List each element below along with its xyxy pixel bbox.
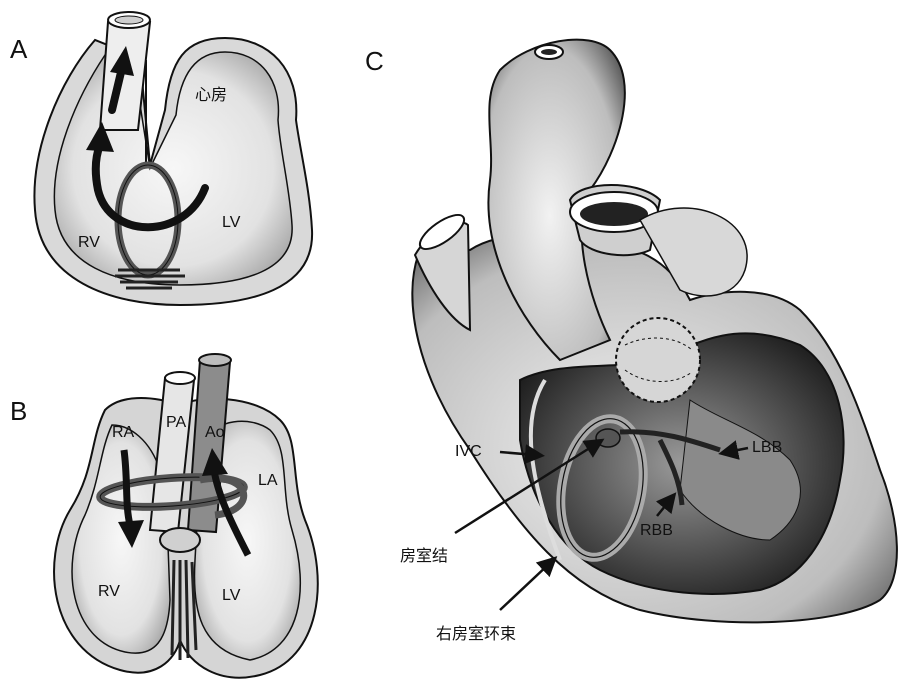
panel-b-label-ra: RA bbox=[112, 424, 135, 441]
panel-a-letter: A bbox=[10, 34, 28, 64]
panel-a-label-atrium: 心房 bbox=[195, 85, 227, 104]
panel-c-label-ivc: IVC bbox=[455, 443, 482, 460]
panel-b: B RA PA Ao LA RV LV bbox=[10, 354, 318, 678]
panel-b-label-la: LA bbox=[258, 472, 278, 489]
panel-c-av-ring-pointer bbox=[500, 563, 550, 610]
panel-b-label-ao: Ao bbox=[205, 424, 225, 441]
panel-c-label-av-node: 房室结 bbox=[400, 546, 448, 565]
panel-c-aortic-valve bbox=[616, 318, 700, 402]
panel-b-label-pa: PA bbox=[166, 414, 186, 431]
panel-a-label-lv: LV bbox=[222, 214, 241, 231]
panel-b-letter: B bbox=[10, 396, 27, 426]
panel-c-av-node bbox=[596, 429, 620, 447]
panel-a-label-rv: RV bbox=[78, 234, 100, 251]
panel-a: A 心房 RV LV bbox=[10, 12, 312, 305]
panel-b-label-lv: LV bbox=[222, 587, 241, 604]
panel-b-cavity-right bbox=[72, 425, 170, 653]
panel-c-label-rbb: RBB bbox=[640, 522, 673, 539]
panel-c-label-av-ring-bundle: 右房室环束 bbox=[436, 624, 516, 643]
panel-c-letter: C bbox=[365, 46, 384, 76]
panel-c: C bbox=[365, 40, 897, 643]
panel-b-label-rv: RV bbox=[98, 583, 120, 600]
panel-c-label-lbb: LBB bbox=[752, 439, 782, 456]
